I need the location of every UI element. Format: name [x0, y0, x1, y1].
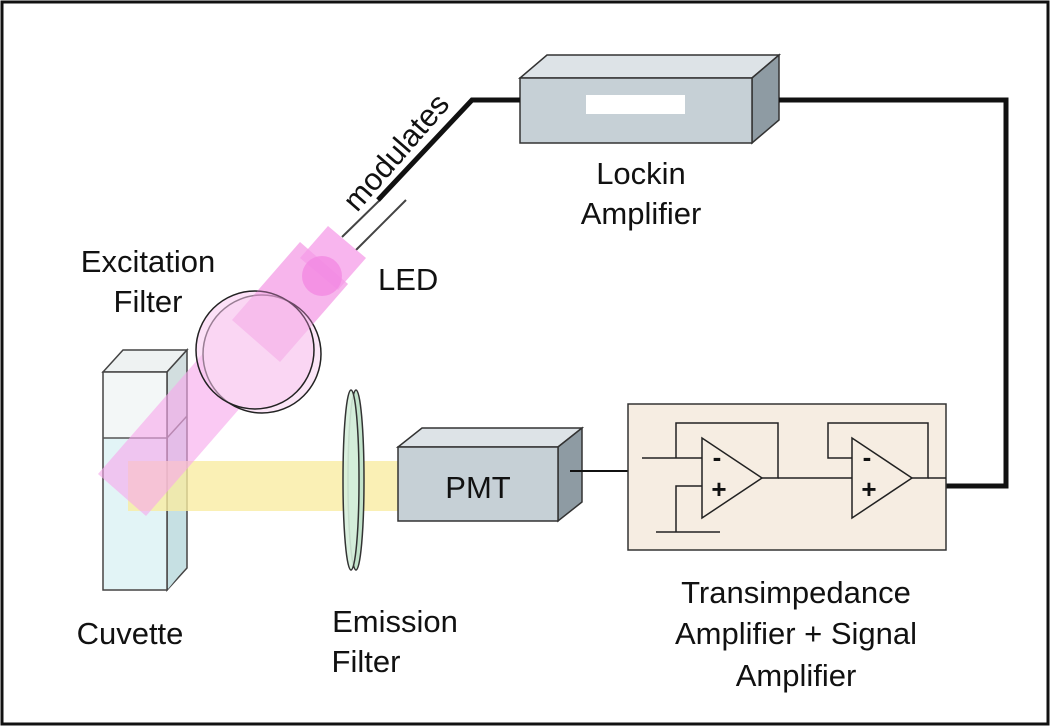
amplifier-label-line2: Amplifier + Signal — [675, 616, 917, 651]
cuvette-label: Cuvette — [77, 616, 184, 651]
emission-filter-label-line1: Emission — [332, 604, 458, 639]
opamp-1 — [701, 436, 764, 520]
lockin-label-line1: Lockin — [596, 156, 686, 191]
emission-filter-face — [342, 389, 360, 571]
opamp-2-plus: + — [861, 474, 876, 504]
lockin-amplifier — [517, 53, 782, 145]
opamp-2 — [851, 436, 914, 520]
amplifier-label-line3: Amplifier — [736, 658, 857, 693]
pmt: PMT — [395, 426, 585, 523]
lockin-top — [517, 54, 782, 79]
opamp-1-in-plus-ground — [675, 485, 702, 532]
led-dome — [302, 256, 342, 296]
emission-filter-label-line2: Filter — [332, 644, 401, 679]
excitation-filter-label-line2: Filter — [114, 284, 183, 319]
opamp-1-feedback — [675, 422, 779, 479]
opamp-2-feedback — [827, 422, 929, 479]
emission-filter — [342, 389, 365, 571]
led-body — [300, 226, 366, 290]
wires — [376, 97, 1009, 489]
excitation-filter-face — [195, 290, 315, 410]
lockin-output-wire — [779, 97, 1009, 489]
pmt-top — [395, 427, 585, 448]
led-lead-1 — [341, 197, 383, 238]
opamp-1-plus: + — [711, 474, 726, 504]
pmt-front — [397, 446, 559, 522]
led — [300, 197, 407, 296]
led-label: LED — [378, 262, 438, 297]
modulation-wire — [376, 97, 520, 202]
excitation-filter-label-line1: Excitation — [81, 244, 215, 279]
amplifier-label-line1: Transimpedance — [681, 575, 911, 610]
opamp-2-minus: - — [863, 442, 872, 472]
lockin-display — [586, 95, 685, 114]
opamp-1-minus: - — [713, 442, 722, 472]
amplifier-panel: - + - + — [627, 403, 947, 551]
pmt-label: PMT — [445, 470, 511, 505]
lockin-label-line2: Amplifier — [581, 196, 702, 231]
led-lead-2 — [355, 199, 407, 251]
